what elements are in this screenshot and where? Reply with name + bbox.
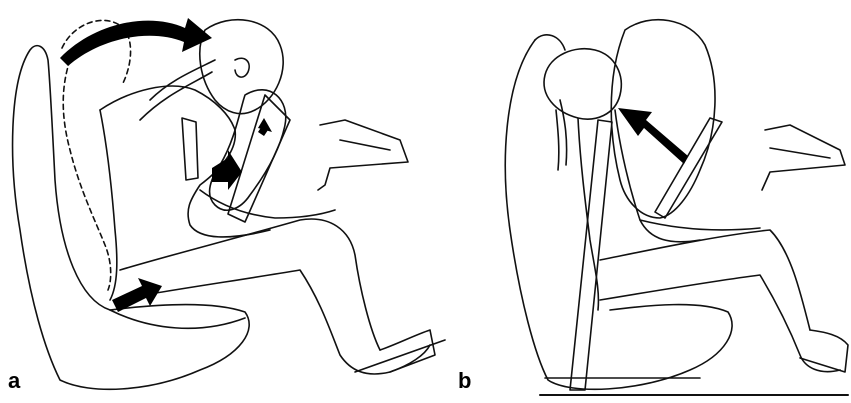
hair-b — [560, 100, 567, 165]
shin-a — [115, 270, 430, 374]
belt-a — [182, 118, 198, 180]
hair-a — [150, 60, 215, 100]
panel-label-b: b — [458, 368, 471, 394]
back-a — [100, 110, 117, 300]
panel-a-drawing — [13, 18, 445, 389]
seat-cushion-a — [110, 310, 245, 328]
seat-back-b — [505, 40, 732, 389]
panel-label-a: a — [8, 368, 20, 394]
arm-b — [640, 220, 760, 230]
dashboard-a — [318, 120, 408, 190]
torso-original-dashed — [63, 60, 110, 290]
shin-b — [600, 275, 840, 372]
thigh-a — [120, 219, 380, 350]
arrow-upper — [258, 118, 272, 136]
belt-b — [570, 120, 612, 390]
ear-a — [235, 58, 249, 77]
dashboard-b — [762, 125, 845, 190]
head-b — [544, 49, 621, 119]
thigh-b — [600, 230, 810, 330]
panel-b-drawing — [505, 20, 848, 395]
arrow-airbag — [618, 108, 688, 164]
arm-a — [200, 190, 335, 218]
